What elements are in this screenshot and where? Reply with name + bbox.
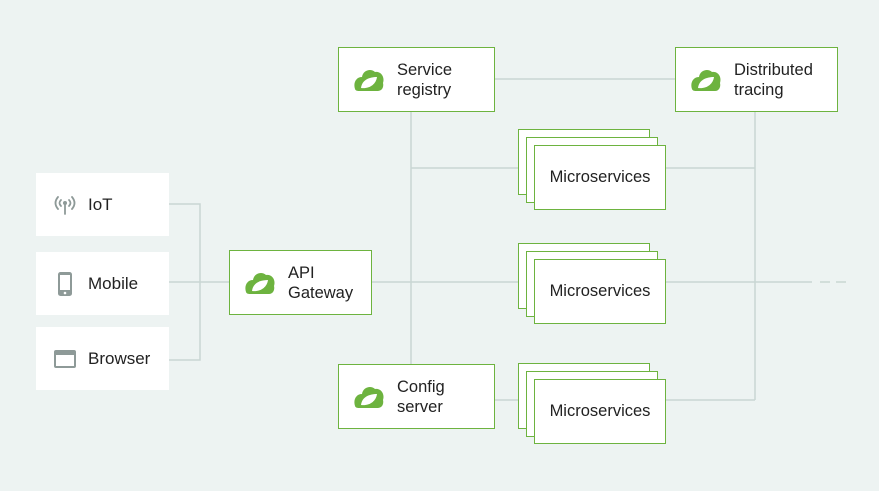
client-browser: Browser xyxy=(36,327,169,390)
mobile-phone-icon xyxy=(52,271,78,297)
spring-leaf-icon xyxy=(354,386,384,408)
microservices-box-top: Microservices xyxy=(534,145,666,210)
client-iot-label: IoT xyxy=(88,194,113,214)
config-server-label: Config server xyxy=(397,377,445,416)
client-iot: IoT xyxy=(36,173,169,236)
microservices-label: Microservices xyxy=(549,402,651,420)
microservices-box-bottom: Microservices xyxy=(534,379,666,444)
microservices-stack-top: Microservices xyxy=(518,129,666,211)
client-mobile: Mobile xyxy=(36,252,169,315)
client-mobile-label: Mobile xyxy=(88,273,139,293)
spring-leaf-icon xyxy=(245,272,275,294)
microservices-stack-bottom: Microservices xyxy=(518,363,666,445)
microservices-stack-middle: Microservices xyxy=(518,243,666,325)
spring-leaf-icon xyxy=(354,69,384,91)
distributed-tracing-label: Distributed tracing xyxy=(734,60,813,99)
browser-window-icon xyxy=(52,346,78,372)
client-browser-label: Browser xyxy=(88,348,151,368)
microservices-box-middle: Microservices xyxy=(534,259,666,324)
microservices-label: Microservices xyxy=(549,168,651,186)
config-server-box: Config server xyxy=(338,364,495,429)
antenna-icon xyxy=(52,192,78,218)
microservices-label: Microservices xyxy=(549,282,651,300)
spring-leaf-icon xyxy=(691,69,721,91)
distributed-tracing-box: Distributed tracing xyxy=(675,47,838,112)
api-gateway-box: API Gateway xyxy=(229,250,372,315)
service-registry-box: Service registry xyxy=(338,47,495,112)
service-registry-label: Service registry xyxy=(397,60,453,99)
api-gateway-label: API Gateway xyxy=(288,263,354,302)
